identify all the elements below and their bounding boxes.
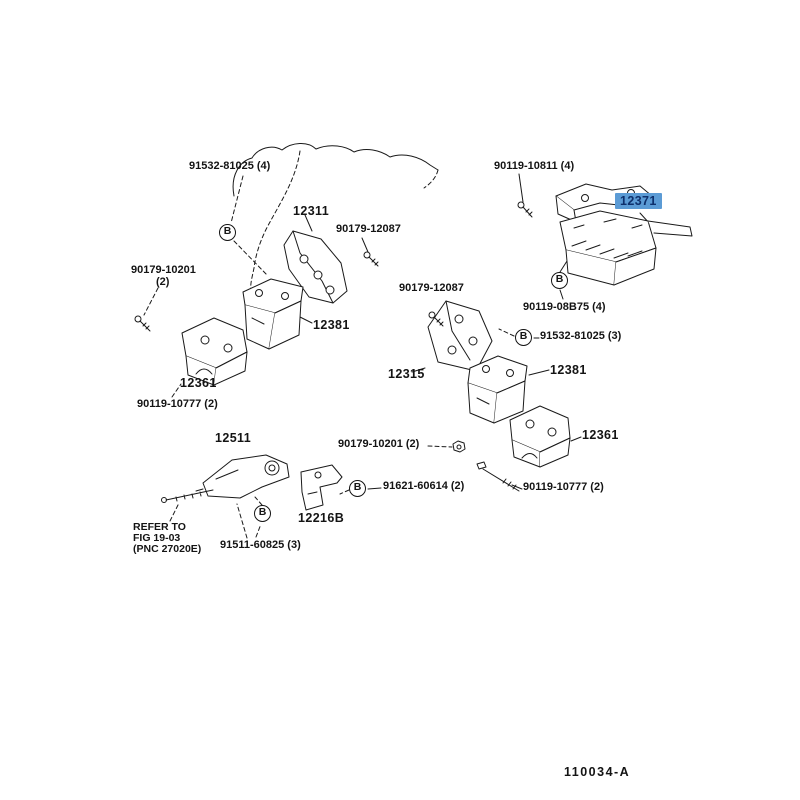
label-90119-10777-right: 90119-10777 (2) [523, 481, 604, 493]
marker-b-2: B [551, 272, 568, 289]
bolt-90119-10811-icon [517, 201, 533, 218]
refer-note-line2: FIG 19-03 [133, 532, 181, 544]
label-12216b: 12216B [298, 511, 345, 525]
figure-id: 110034-A [564, 765, 631, 779]
label-90179-12087-mid: 90179-12087 [399, 282, 464, 294]
label-91532-81025-3: 91532-81025 (3) [540, 330, 622, 342]
label-12361-right: 12361 [582, 428, 619, 442]
marker-b-3: B [515, 329, 532, 346]
refer-note-line1: REFER TO [133, 521, 186, 533]
label-90119-10777-left: 90119-10777 (2) [137, 398, 218, 410]
label-12381-left: 12381 [313, 318, 350, 332]
label-12361-left: 12361 [180, 376, 217, 390]
label-90179-10201-mid: 90179-10201 (2) [338, 438, 420, 450]
label-12381-right: 12381 [550, 363, 587, 377]
marker-b-5: B [254, 505, 271, 522]
part-12511 [195, 454, 290, 499]
label-12315: 12315 [388, 367, 425, 381]
label-91511-60825: 91511-60825 (3) [220, 539, 301, 551]
part-12361-left [181, 317, 248, 386]
label-91621-60614: 91621-60614 (2) [383, 480, 465, 492]
part-12315 [427, 300, 493, 372]
label-90119-10811-4: 90119-10811 (4) [494, 160, 575, 172]
refer-note-line3: (PNC 27020E) [133, 543, 202, 555]
engine-outline [232, 143, 439, 292]
part-12311 [283, 230, 348, 304]
part-12371-assembly [555, 183, 693, 286]
label-90179-10201-left-line2: (2) [156, 276, 170, 288]
bolt-90179-12087-mid-icon [428, 311, 444, 327]
refer-note: REFER TO FIG 19-03 (PNC 27020E) [133, 522, 201, 555]
marker-b-1: B [219, 224, 236, 241]
label-90119-08b75-4: 90119-08B75 (4) [523, 301, 606, 313]
marker-b-4: B [349, 480, 366, 497]
bolt-90179-10201-left-icon [134, 315, 151, 332]
bolt-90119-10777-right-icon [476, 461, 520, 492]
label-12311: 12311 [293, 204, 330, 218]
part-12216b [300, 464, 343, 511]
part-12381-right [467, 355, 528, 424]
screw-12511-icon [161, 489, 214, 503]
label-12511: 12511 [215, 431, 252, 445]
label-91532-81025-4: 91532-81025 (4) [189, 160, 271, 172]
part-12361-right [509, 405, 571, 468]
part-12381-left [242, 278, 304, 350]
label-12371[interactable]: 12371 [615, 193, 662, 209]
label-90179-10201-left-line1: 90179-10201 [131, 264, 196, 276]
label-90179-12087-top: 90179-12087 [336, 223, 401, 235]
bolt-90179-12087-top-icon [363, 251, 379, 267]
nut-90179-10201-mid-icon [452, 440, 466, 453]
